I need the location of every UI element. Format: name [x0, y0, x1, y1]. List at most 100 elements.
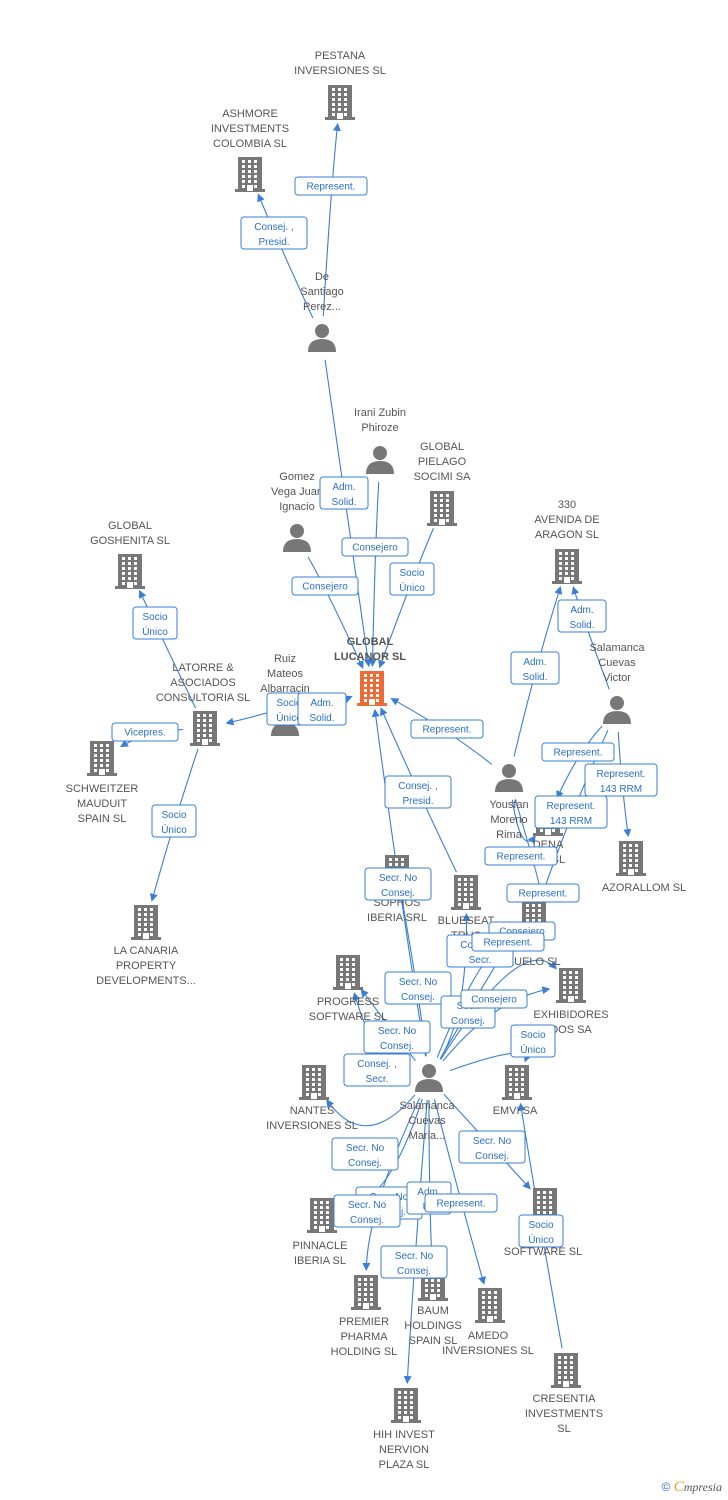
- edge-label-box: [331, 1137, 399, 1171]
- edge-line: [326, 1094, 416, 1127]
- edge-label-text: Secr. No: [348, 1200, 387, 1211]
- node-label: LATORRE &: [172, 662, 234, 674]
- edge-label[interactable]: Secr. No Consej.: [331, 1137, 399, 1171]
- company-node-emvi[interactable]: EMVI SA: [493, 1065, 538, 1117]
- edge-line: [449, 1052, 532, 1072]
- edge-label[interactable]: Consej. ,Presid.: [240, 216, 308, 250]
- edge-label-box: [557, 599, 607, 633]
- edge-label[interactable]: Adm.Solid.: [510, 651, 560, 685]
- edge-label-text: 143 RRM: [600, 784, 642, 795]
- edge-label-text: Socio: [399, 568, 424, 579]
- person-node-salamanca_maria[interactable]: SalamancaCuevasMaria...: [399, 1064, 455, 1142]
- node-label: NANTES: [290, 1105, 335, 1117]
- company-node-lacanaria[interactable]: LA CANARIAPROPERTYDEVELOPMENTS...: [96, 905, 196, 987]
- edge-label[interactable]: Represent.: [424, 1193, 498, 1213]
- node-label: SCHWEITZER: [66, 783, 139, 795]
- edge-label-text: Consej.: [348, 1158, 382, 1169]
- edge-label-box: [584, 763, 658, 797]
- node-label: Santiago: [300, 286, 343, 298]
- edge-label[interactable]: Represent.: [294, 176, 368, 196]
- edge-line: [368, 481, 380, 668]
- node-label: 330: [558, 499, 576, 511]
- edge-label-box: [541, 742, 615, 762]
- edge-label[interactable]: Represent.143 RRM: [534, 795, 608, 829]
- edge-line: [440, 959, 557, 1060]
- brand-initial: C: [673, 1479, 684, 1495]
- company-node-nantes[interactable]: NANTES INVERSIONES SL: [266, 1065, 358, 1132]
- edge-label[interactable]: Adm.Solid.: [319, 476, 369, 510]
- edge-label[interactable]: Consej. ,Secr.: [343, 1053, 411, 1087]
- edge-label[interactable]: Adm.Solid.: [557, 599, 607, 633]
- edge-label-text: Secr. No: [346, 1143, 385, 1154]
- edge-label[interactable]: Consej. ,Presid.: [384, 775, 452, 809]
- company-node-pinnacle[interactable]: PINNACLE IBERIA SL: [292, 1198, 348, 1267]
- node-label: PESTANA: [315, 50, 366, 62]
- edge-label[interactable]: Represent.: [506, 883, 580, 903]
- node-label: SOCIMI SA: [414, 471, 472, 483]
- edge-label-box: [343, 1053, 411, 1087]
- node-label: Mateos: [267, 668, 304, 680]
- node-label: IBERIA SL: [294, 1255, 346, 1267]
- brand-logo[interactable]: Cmpresia: [673, 1479, 722, 1495]
- edge-label[interactable]: Represent.: [410, 719, 484, 739]
- edge-label[interactable]: Consejero: [460, 989, 528, 1009]
- building-icon: [333, 955, 363, 990]
- node-label: IBERIA SRL: [367, 912, 427, 924]
- node-label: HOLDINGS: [404, 1320, 461, 1332]
- building-icon: [325, 85, 355, 120]
- node-label: GLOBAL: [347, 636, 394, 648]
- edge-label[interactable]: Represent.: [541, 742, 615, 762]
- edge-label-text: Represent.: [597, 769, 646, 780]
- edge-label-text: Solid.: [331, 497, 356, 508]
- edge-label[interactable]: Vicepres.: [111, 722, 179, 742]
- edge-label[interactable]: Consejero: [341, 537, 409, 557]
- edge-label[interactable]: Consejero: [291, 576, 359, 596]
- node-label: Moreno: [490, 814, 527, 826]
- node-label: PINNACLE: [292, 1240, 347, 1252]
- edge-label[interactable]: Represent.: [471, 932, 545, 952]
- edge-label[interactable]: Represent.: [484, 846, 558, 866]
- edge-line: [307, 556, 364, 669]
- building-icon: [551, 1353, 581, 1388]
- copyright-footer: © Cmpresia: [662, 1479, 722, 1496]
- person-node-desantiago[interactable]: DeSantiagoPerez...: [300, 271, 344, 352]
- node-label: INVERSIONES SL: [266, 1120, 358, 1132]
- edge-label[interactable]: Represent. 143 RRM: [584, 763, 658, 797]
- edge-label-text: Adm.: [310, 698, 333, 709]
- edge-label[interactable]: Adm.Solid.: [297, 692, 347, 726]
- node-label: PREMIER: [339, 1316, 389, 1328]
- company-node-azorallom[interactable]: AZORALLOM SL: [602, 841, 686, 894]
- node-label: GLOBAL: [108, 520, 152, 532]
